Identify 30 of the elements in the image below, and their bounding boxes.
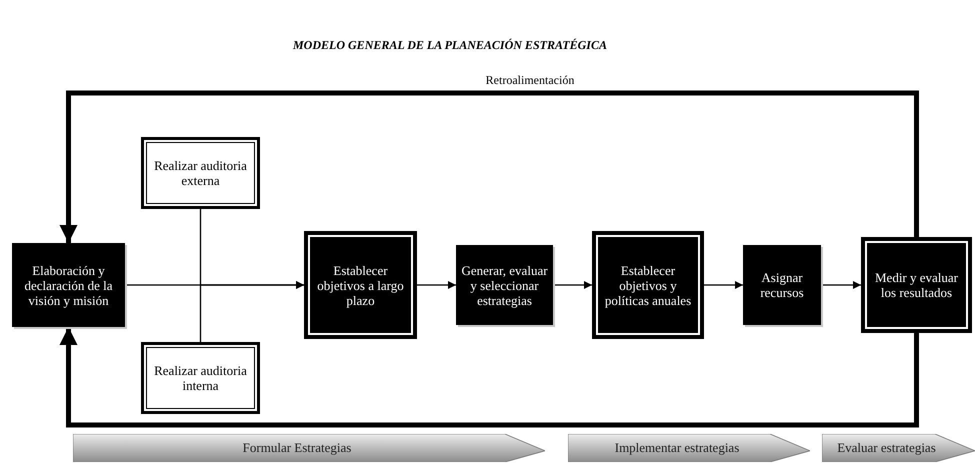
feedback-arrow	[60, 90, 919, 243]
node-label: Medir y evaluar los resultados	[874, 270, 960, 300]
arrow	[200, 281, 304, 342]
process-box	[456, 245, 553, 325]
arrow	[704, 281, 743, 289]
node-label: Realizar auditoria interna	[153, 363, 248, 393]
process-box	[861, 237, 972, 333]
process-box	[304, 231, 417, 339]
diagram-title: MODELO GENERAL DE LA PLANEACIÓN ESTRATÉGICA	[292, 37, 608, 54]
audit-box	[141, 137, 260, 209]
audit-box	[141, 342, 260, 414]
process-box	[743, 245, 821, 325]
node-label: Elaboración y declaración de la visión y misión	[23, 262, 114, 308]
node-label: Generar, evaluar y seleccionar estrategias	[460, 262, 549, 308]
phase-banner	[568, 434, 810, 462]
process-box	[12, 243, 125, 327]
node-label: Establecer objetivos y políticas anuales	[604, 262, 692, 308]
node-label: Realizar auditoria externa	[153, 158, 248, 188]
arrow	[821, 281, 861, 289]
phase-banner	[73, 434, 545, 462]
arrow	[553, 281, 592, 289]
banner-label: Formular Estrategias	[242, 439, 352, 458]
phase-banner	[822, 434, 975, 462]
arrow	[417, 281, 456, 289]
process-box	[592, 231, 704, 339]
banner-label: Evaluar estrategias	[837, 439, 937, 458]
node-label: Asignar recursos	[759, 270, 805, 300]
node-label: Establecer objetivos a largo plazo	[316, 262, 405, 308]
banner-label: Implementar estrategias	[614, 439, 740, 458]
feedback-arrow	[60, 327, 919, 428]
